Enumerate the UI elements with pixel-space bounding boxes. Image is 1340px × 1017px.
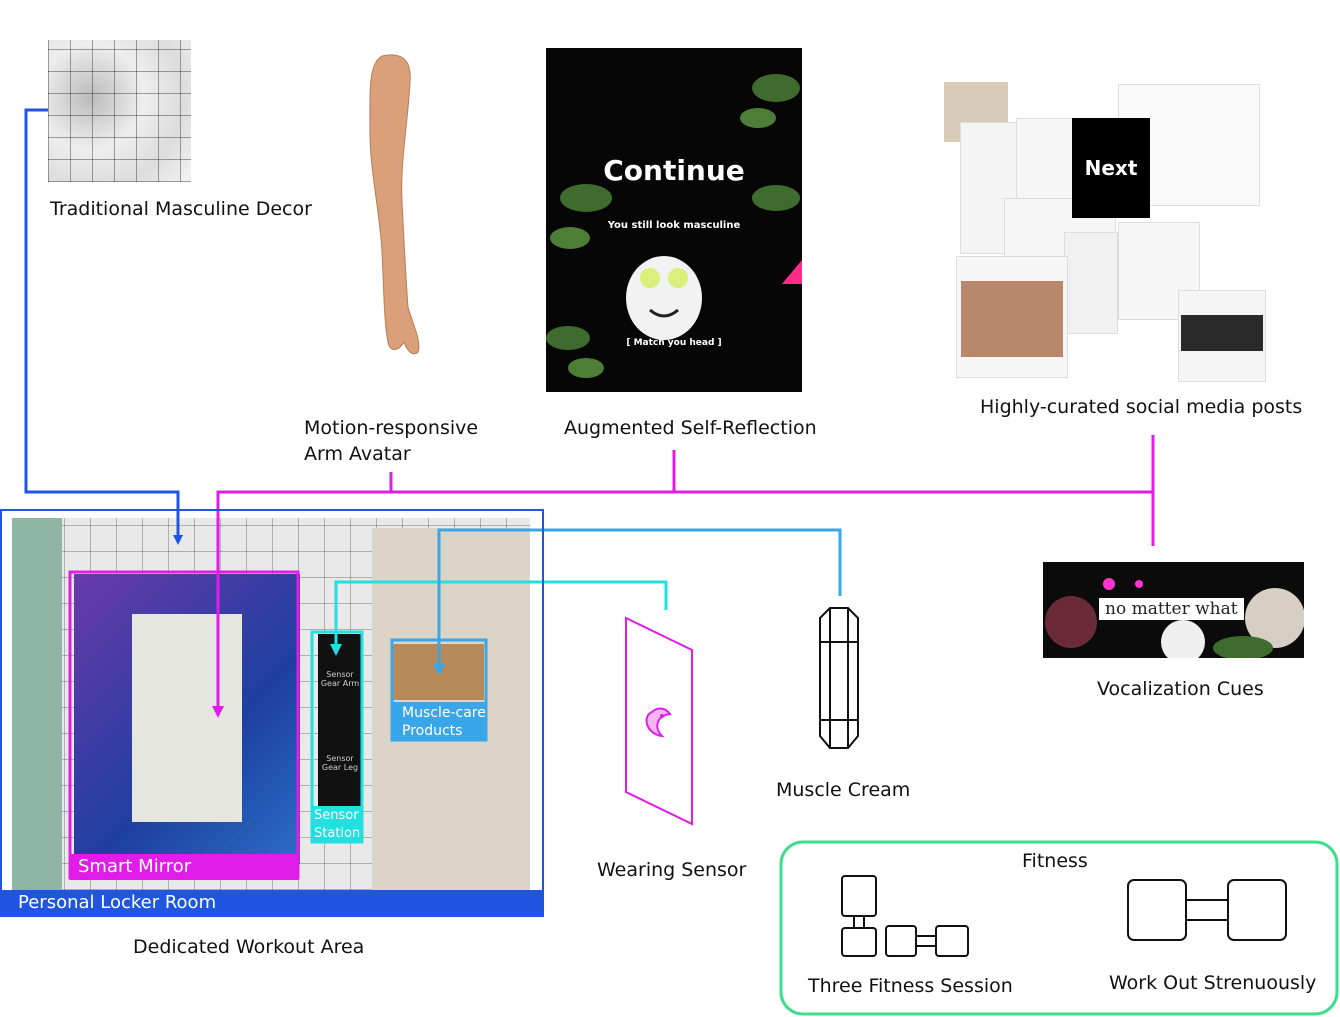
sensor-crescent-icon [645, 707, 672, 738]
vocal-phrase: no matter what [1099, 598, 1244, 620]
arm-avatar-label-line2: Arm Avatar [304, 443, 411, 465]
small-dumbbell-icon [885, 925, 969, 957]
post-photo [1181, 315, 1263, 351]
muscle-cream-label: Muscle Cream [776, 779, 911, 801]
large-dumbbell-icon [1127, 879, 1287, 941]
post-card [1064, 232, 1118, 334]
social-posts-label: Highly-curated social media posts [980, 396, 1303, 418]
sensor-gear-arm: Sensor Gear Arm [320, 670, 360, 688]
smart-mirror-label: Smart Mirror [78, 856, 192, 877]
fitness-title: Fitness [1022, 850, 1088, 872]
traditional-decor-label: Traditional Masculine Decor [50, 198, 312, 220]
arm-avatar-image [369, 54, 420, 355]
muscle-care-label-line1: Muscle-care [402, 705, 486, 721]
sensor-station-label-line1: Sensor [314, 808, 359, 823]
sensor-station-label-line2: Station [314, 826, 361, 841]
vocalization-label: Vocalization Cues [1097, 678, 1264, 700]
self-reflection-label: Augmented Self-Reflection [564, 417, 817, 439]
vertical-dumbbell-icon [841, 875, 877, 957]
sensor-gear-panel: Sensor Gear Arm Sensor Gear Leg [318, 634, 362, 820]
arm-avatar-label-line1: Motion-responsive [304, 417, 479, 439]
muscle-cream-icon [819, 607, 859, 749]
vocalization-screen: no matter what [1043, 562, 1304, 658]
mirror-frame [74, 574, 300, 864]
sensor-gear-leg: Sensor Gear Leg [321, 754, 359, 772]
couple-photo [961, 281, 1063, 357]
match-head-prompt: [ Match you head ] [626, 338, 722, 348]
post-card [1178, 290, 1266, 382]
fitness-item-three-sessions: Three Fitness Session [808, 975, 1013, 997]
muscle-care-label-line2: Products [402, 723, 463, 739]
social-media-collage: Next [944, 62, 1266, 382]
continue-title: Continue [603, 154, 745, 187]
reflection-subtitle: You still look masculine [607, 220, 741, 231]
wearing-sensor-shape [625, 616, 693, 826]
locker-room-label: Personal Locker Room [18, 892, 217, 913]
products-box [392, 644, 484, 700]
self-reflection-screen: Continue You still look masculine [ Matc… [546, 48, 802, 392]
workout-area-label: Dedicated Workout Area [133, 936, 365, 958]
fitness-item-workout: Work Out Strenuously [1109, 972, 1317, 994]
locker-door [12, 518, 62, 890]
next-screen: Next [1072, 118, 1150, 218]
leaf-decoration [546, 74, 802, 378]
mirror-glass [132, 614, 242, 822]
traditional-decor-image [48, 40, 191, 182]
post-card [956, 256, 1068, 378]
wearing-sensor-label: Wearing Sensor [597, 859, 747, 881]
